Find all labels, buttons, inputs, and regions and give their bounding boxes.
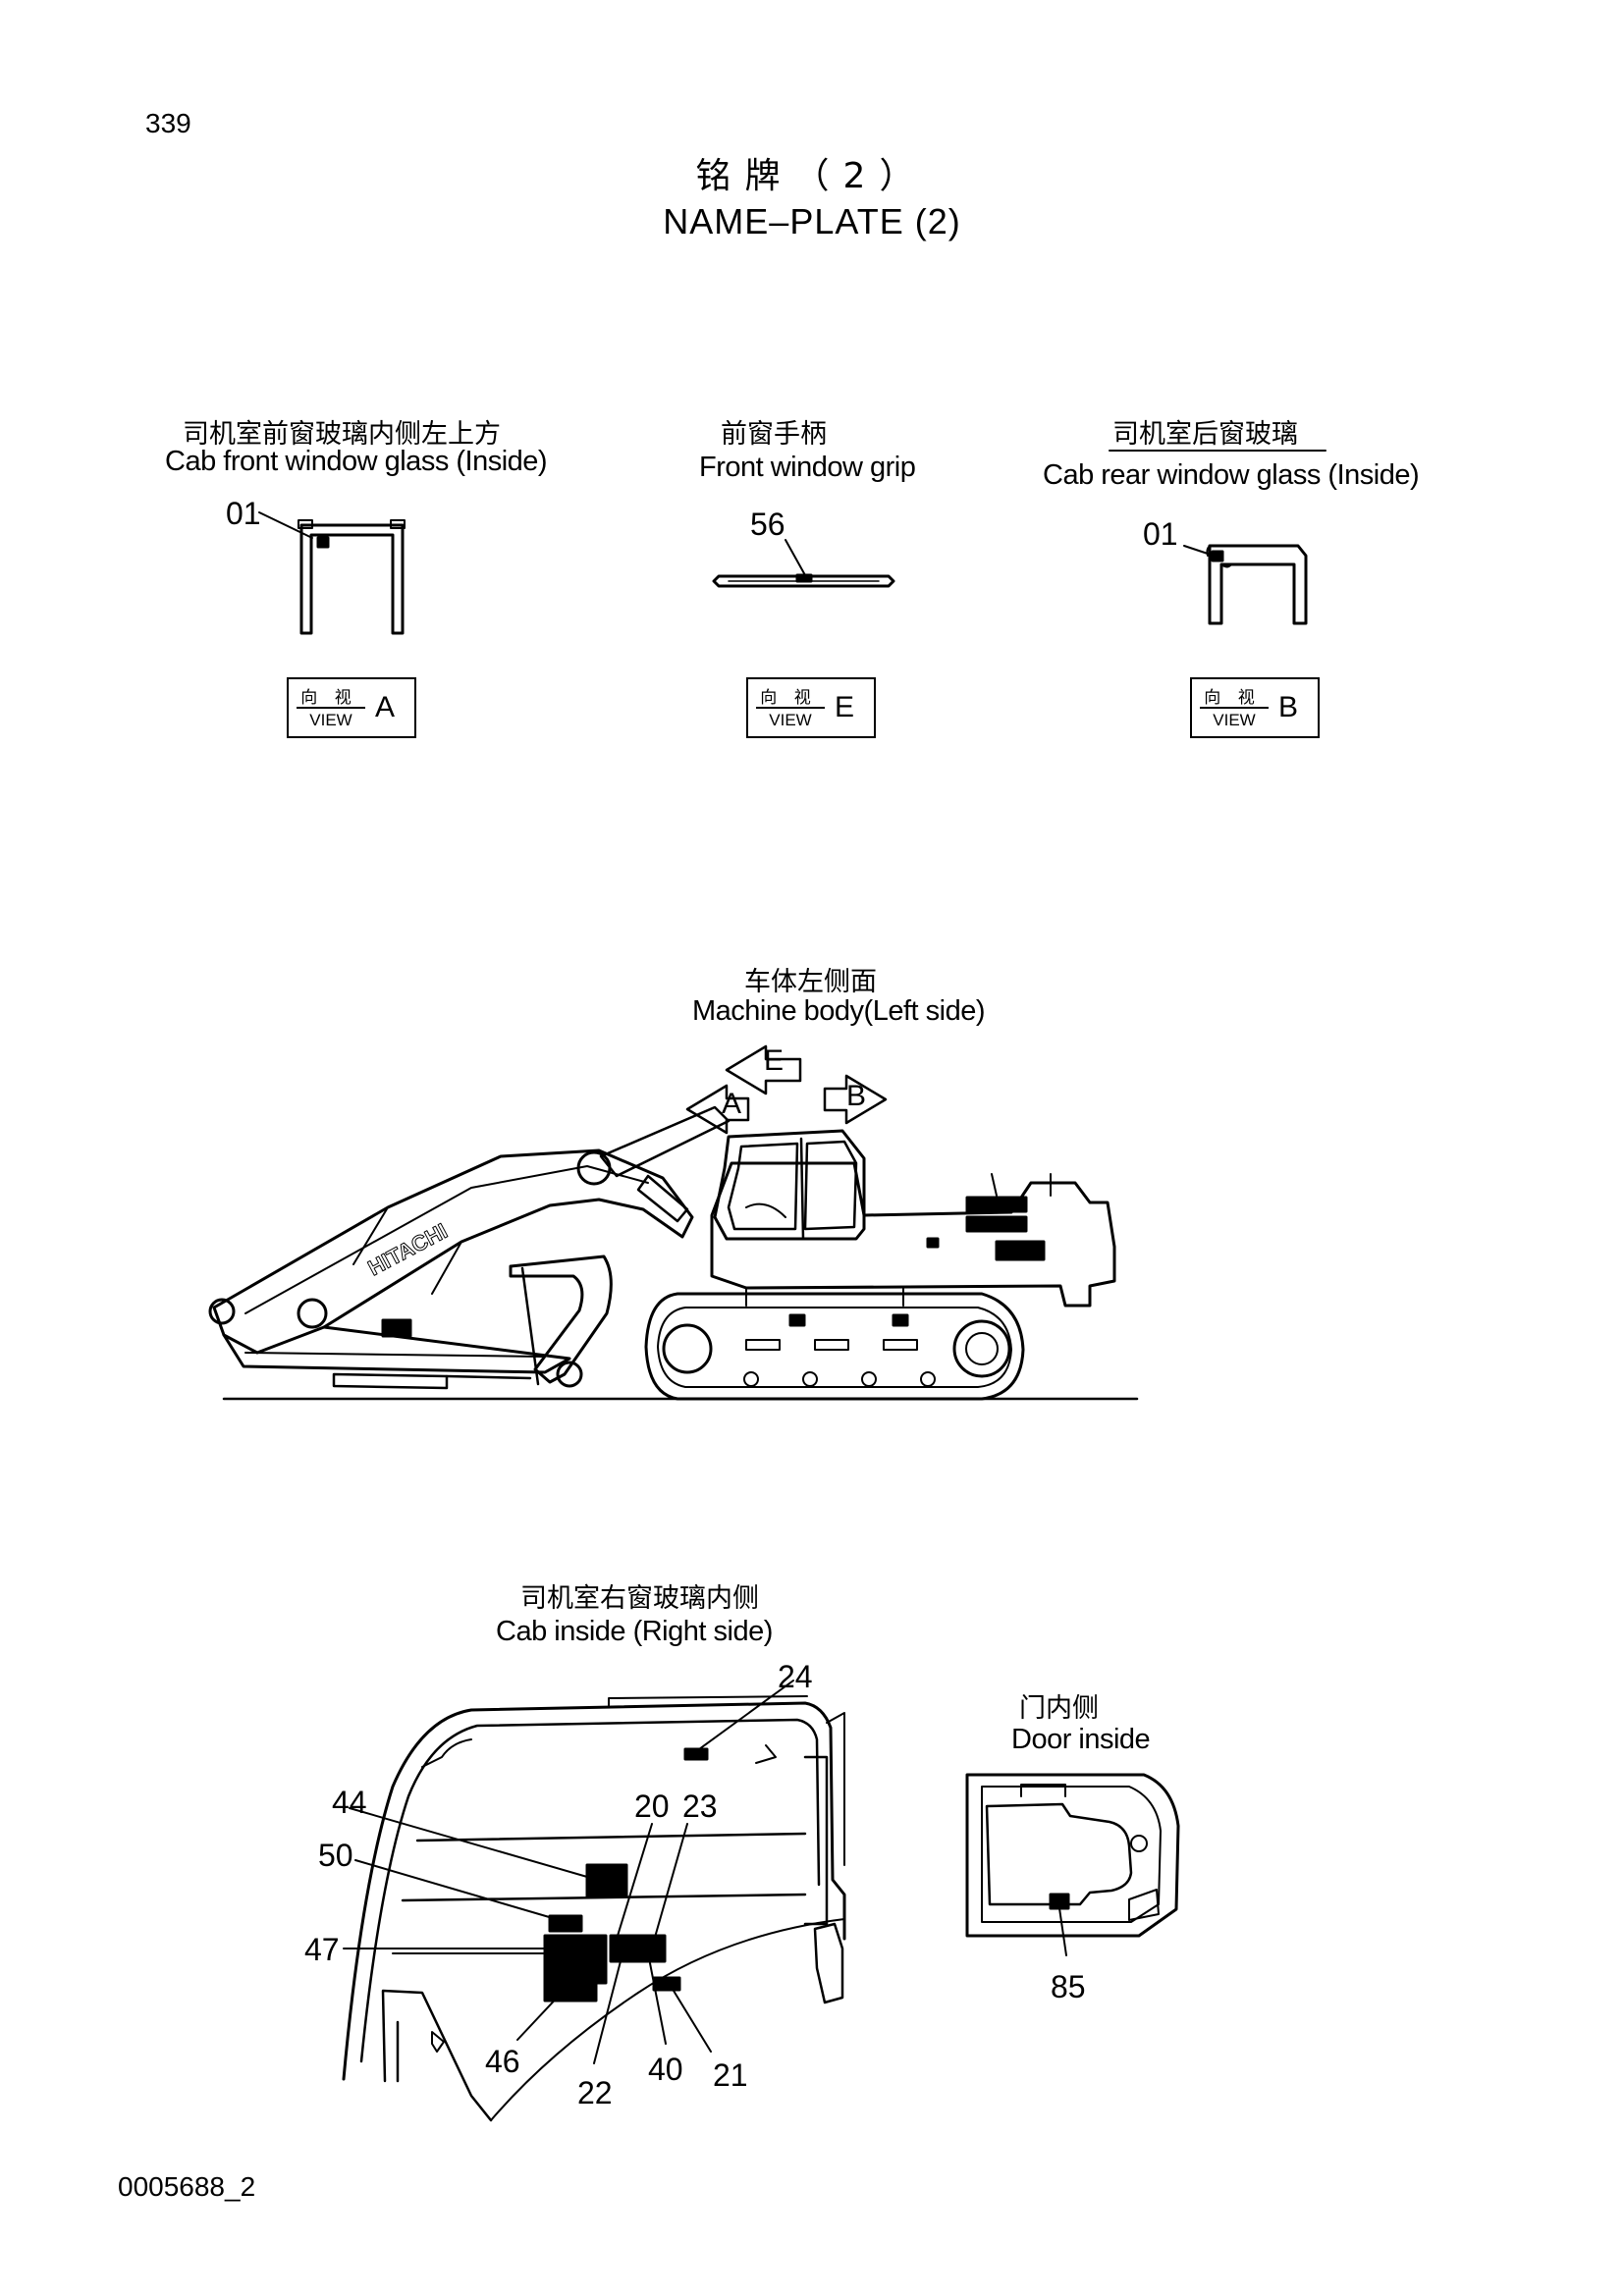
view-box-cn: 向 视 — [760, 688, 817, 708]
view-box-letter: A — [375, 691, 396, 723]
front-grip-part-number: 56 — [750, 507, 785, 542]
cab-rear-label-en: Cab rear window glass (Inside) — [1043, 459, 1420, 491]
cab-front-label-en: Cab front window glass (Inside) — [165, 446, 548, 477]
machine-label-en: Machine body(Left side) — [692, 995, 986, 1027]
part-number-20: 20 — [634, 1789, 670, 1824]
part-number-46: 46 — [485, 2044, 520, 2079]
arrow-letter-a: A — [722, 1088, 742, 1120]
arrow-letter-e: E — [764, 1044, 785, 1077]
cab-inside-label-en: Cab inside (Right side) — [496, 1616, 773, 1647]
part-number-50: 50 — [318, 1838, 353, 1873]
front-window-grip — [712, 539, 895, 588]
cab-inside-right-side — [342, 1680, 846, 2122]
part-number-85: 85 — [1051, 1969, 1086, 2004]
view-box-letter: B — [1278, 691, 1299, 723]
view-box-letter: E — [835, 691, 855, 723]
cab-front-part-number: 01 — [226, 496, 261, 531]
view-box-en: VIEW — [309, 711, 352, 729]
part-number-47: 47 — [304, 1932, 340, 1967]
cab-rear-glass-frame — [1183, 544, 1308, 625]
page-title-cn: 铭牌（2） — [695, 156, 929, 196]
part-number-44: 44 — [332, 1785, 367, 1820]
view-box-cn: 向 视 — [1204, 688, 1261, 708]
view-box-en: VIEW — [769, 711, 812, 729]
part-number-22: 22 — [577, 2075, 613, 2110]
cab-rear-part-number: 01 — [1143, 516, 1178, 552]
page-number: 339 — [145, 108, 191, 138]
door-label-en: Door inside — [1011, 1724, 1151, 1755]
machine-label-cn: 车体左侧面 — [744, 967, 877, 997]
view-box-cn: 向 视 — [300, 688, 357, 708]
boom-brand-text: HITACHI — [364, 1218, 452, 1280]
cab-front-label-cn: 司机室前窗玻璃内侧左上方 — [183, 419, 501, 450]
model-badge-text: ZX — [1000, 1244, 1018, 1260]
document-id: 0005688_2 — [118, 2171, 256, 2202]
part-number-24: 24 — [778, 1659, 813, 1694]
arrow-letter-b: B — [846, 1080, 867, 1112]
door-label-cn: 门内侧 — [1019, 1693, 1099, 1724]
part-number-40: 40 — [648, 2052, 683, 2087]
front-grip-label-cn: 前窗手柄 — [721, 419, 827, 450]
view-box-b: 向 视 VIEW B — [1190, 677, 1320, 738]
view-box-a: 向 视 VIEW A — [287, 677, 416, 738]
excavator-left-side: HITACHI ZX — [208, 1044, 1139, 1401]
part-number-23: 23 — [682, 1789, 718, 1824]
door-inside — [965, 1773, 1180, 1956]
cab-rear-label-cn: 司机室后窗玻璃 — [1112, 419, 1298, 450]
part-number-21: 21 — [713, 2057, 748, 2093]
front-grip-label-en: Front window grip — [699, 452, 916, 483]
page-title-en: NAME–PLATE (2) — [663, 201, 961, 241]
cab-front-glass-frame — [258, 511, 406, 635]
view-box-e: 向 视 VIEW E — [746, 677, 876, 738]
view-box-en: VIEW — [1213, 711, 1256, 729]
cab-inside-label-cn: 司机室右窗玻璃内侧 — [520, 1583, 759, 1614]
